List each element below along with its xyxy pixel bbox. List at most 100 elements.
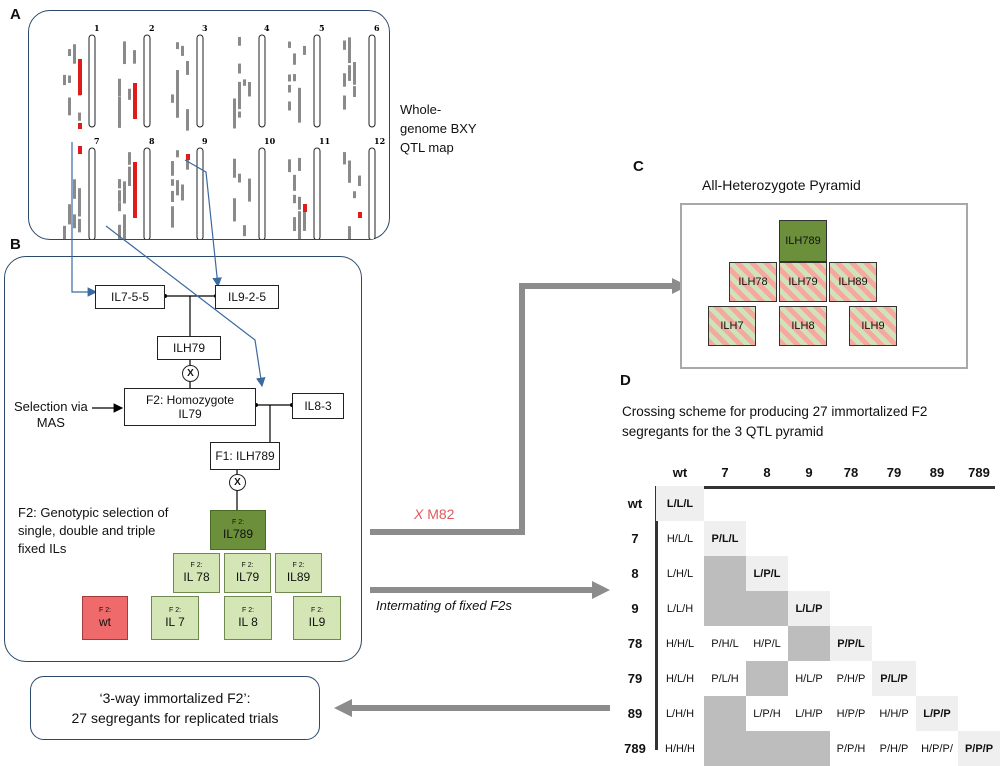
- table-cell: [916, 486, 958, 521]
- qtl-segment: [118, 179, 121, 189]
- chromosome-bar: [88, 34, 96, 128]
- ilh8-box: ILH8: [779, 306, 827, 346]
- qtl-segment: [176, 42, 179, 50]
- f2-prefix: F 2:: [231, 519, 245, 526]
- ilh78-box: ILH78: [729, 262, 777, 302]
- f2-il78: F 2: IL 78: [173, 553, 220, 593]
- qtl-segment: [238, 111, 241, 118]
- f2-wt: F 2: wt: [82, 596, 128, 640]
- qtl-segment: [293, 74, 296, 82]
- table-cell: H/H/P: [879, 707, 909, 720]
- chromosome-number: 12: [374, 136, 385, 146]
- qtl-segment: [348, 65, 351, 81]
- table-cell: H/L/H: [665, 672, 695, 685]
- crossing-title-line-2: segregants for the 3 QTL pyramid: [622, 424, 824, 439]
- table-cell: [788, 486, 830, 521]
- table-cell: P/P/H: [836, 742, 866, 755]
- caption-line-1: Whole-: [400, 102, 442, 117]
- table-cell: [916, 591, 958, 626]
- f2-homozygote-box: F2: Homozygote IL79: [124, 388, 256, 426]
- bottom-box-line-1: ‘3-way immortalized F2’:: [99, 690, 251, 706]
- f2-il89-label: IL89: [286, 570, 311, 584]
- f2-il78-label: IL 78: [183, 570, 210, 584]
- chromosome-bar: [258, 34, 266, 128]
- table-cell: P/L/H: [711, 672, 739, 685]
- il9-box: IL9-2-5: [215, 285, 279, 309]
- table-cell: [830, 591, 872, 626]
- qtl-segment: [233, 158, 236, 178]
- table-cell: [746, 486, 788, 521]
- qtl-segment: [68, 75, 71, 83]
- qtl-segment: [243, 225, 246, 237]
- table-cell: P/H/P: [879, 742, 909, 755]
- row-header: 9: [631, 601, 639, 616]
- qtl-highlight-segment: [78, 146, 82, 154]
- f2-prefix: F 2:: [168, 607, 182, 614]
- qtl-segment: [73, 47, 76, 64]
- qtl-segment: [78, 191, 81, 216]
- qtl-segment: [343, 152, 346, 165]
- chromosome-bar: [196, 34, 204, 128]
- qtl-segment: [123, 181, 126, 204]
- f2-il8: F 2: IL 8: [224, 596, 272, 640]
- col-header: 78: [843, 464, 859, 480]
- table-cell: L/L/P: [788, 591, 830, 626]
- qtl-highlight-segment: [78, 123, 82, 129]
- qtl-segment: [118, 105, 121, 121]
- qtl-segment: [288, 159, 291, 173]
- qtl-segment: [348, 167, 351, 183]
- qtl-segment: [343, 95, 346, 110]
- qtl-segment: [63, 74, 66, 86]
- table-cell: [746, 521, 788, 556]
- table-cell: L/P/L: [746, 556, 788, 591]
- qtl-segment: [176, 180, 179, 196]
- f2-il789-label: IL789: [222, 527, 254, 541]
- qtl-segment: [118, 190, 121, 202]
- qtl-segment: [186, 60, 189, 75]
- qtl-segment: [293, 194, 296, 204]
- col-header: 79: [886, 464, 902, 480]
- chromosome-bar: [313, 34, 321, 128]
- table-cell: [704, 731, 746, 766]
- qtl-segment: [298, 87, 301, 110]
- qtl-segment: [181, 45, 184, 56]
- qtl-segment: [353, 191, 356, 199]
- qtl-segment: [186, 109, 189, 131]
- chromosome-number: 8: [149, 136, 155, 146]
- qtl-segment: [343, 73, 346, 87]
- table-cell: [958, 521, 1000, 556]
- qtl-segment: [238, 173, 241, 183]
- table-cell: [746, 661, 788, 696]
- table-cell: L/L/H: [666, 602, 694, 615]
- qtl-segment: [171, 179, 174, 186]
- qtl-segment: [73, 179, 76, 199]
- row-header: wt: [627, 496, 643, 511]
- table-cell: [830, 521, 872, 556]
- f2-il79: F 2: IL79: [224, 553, 271, 593]
- qtl-segment: [118, 202, 121, 212]
- qtl-segment: [68, 204, 71, 225]
- x-m82-x: X: [414, 506, 424, 522]
- chromosome-number: 1: [94, 23, 100, 33]
- qtl-segment: [298, 101, 301, 123]
- qtl-highlight-segment: [186, 154, 190, 160]
- qtl-segment: [118, 83, 121, 97]
- qtl-segment: [63, 225, 66, 242]
- qtl-segment: [238, 63, 241, 74]
- table-cell: H/H/L: [665, 637, 695, 650]
- qtl-segment: [288, 101, 291, 111]
- table-cell: [788, 556, 830, 591]
- qtl-segment: [343, 40, 346, 50]
- f1-ilh789-box: F1: ILH789: [210, 442, 280, 470]
- qtl-segment: [186, 156, 189, 170]
- chromosome-number: 6: [374, 23, 380, 33]
- qtl-segment: [233, 114, 236, 129]
- table-cell: P/P/P: [958, 731, 1000, 766]
- table-row: 9 L/L/H L/L/P: [614, 591, 1000, 626]
- x-m82-text: M82: [427, 506, 455, 522]
- table-cell: [704, 591, 746, 626]
- f2-prefix: F 2:: [241, 562, 254, 569]
